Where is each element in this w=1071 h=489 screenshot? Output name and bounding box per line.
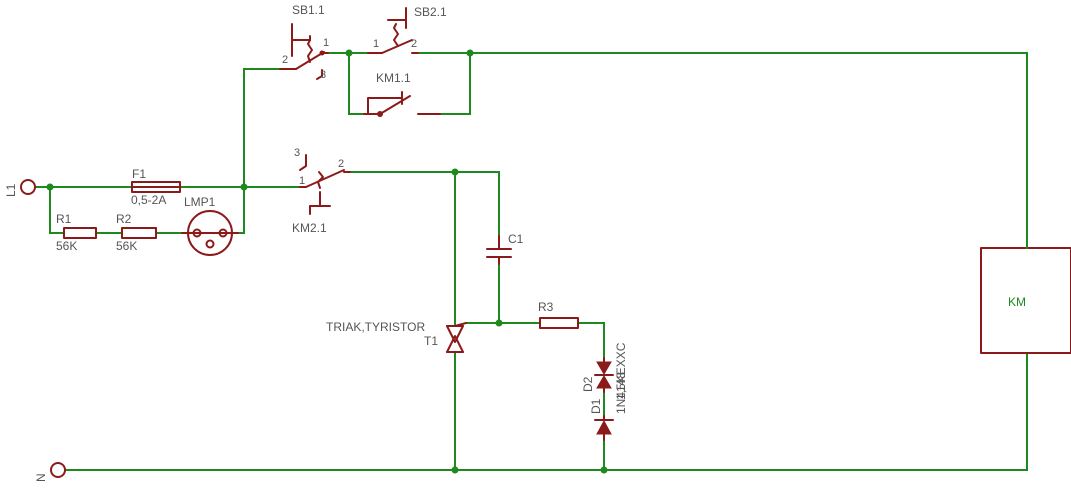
wire-r3-out (577, 322, 605, 359)
triac-t1: TRIAK,TYRISTOR T1 (326, 320, 467, 353)
contact-km1-ref: KM1.1 (376, 71, 411, 85)
capacitor-c1: C1 (486, 232, 524, 265)
terminal-n: N (34, 462, 66, 482)
junction-l1 (46, 183, 54, 191)
coil-km: KM (980, 171, 1071, 354)
wires (35, 52, 1028, 471)
coil-km-ref: KM (1008, 295, 1026, 309)
resistor-r3: R3 (538, 300, 579, 329)
junction-sb2-out (466, 49, 474, 57)
contact-km2-ref: KM2.1 (292, 221, 327, 235)
fuse-f1-ref: F1 (132, 167, 146, 181)
wire-sb2-out (417, 52, 1028, 173)
switch-sb1-pin1: 1 (323, 37, 329, 49)
resistor-r2: R2 56K (116, 212, 157, 253)
terminal-n-label: N (34, 473, 48, 482)
switch-sb1-ref: SB1.1 (292, 3, 325, 17)
junction-diode-n (600, 466, 608, 474)
terminal-l1: L1 (4, 179, 36, 197)
diode-d2-value: 1,5KEXXC (614, 342, 628, 400)
lamp-lmp1-ref: LMP1 (184, 195, 216, 209)
junction-triac-n (451, 466, 459, 474)
contact-km2-pin2: 2 (338, 158, 344, 170)
capacitor-c1-ref: C1 (508, 232, 524, 246)
fuse-f1-value: 0,5-2A (131, 193, 166, 207)
resistor-r1-value: 56K (56, 239, 77, 253)
lamp-lmp1: LMP1 (181, 195, 239, 256)
terminal-l1-label: L1 (4, 183, 18, 197)
diode-d1-ref: D1 (589, 398, 603, 414)
resistor-r3-ref: R3 (538, 300, 554, 314)
diode-d2-ref: D2 (581, 376, 595, 392)
contact-km2-pin3: 3 (294, 147, 300, 159)
diode-d1-value: 1N4148 (614, 372, 628, 414)
wire-lamp-branch (49, 186, 65, 234)
switch-sb2-pin2: 2 (411, 38, 417, 50)
wire-km1-left (348, 52, 365, 115)
resistor-r1: R1 56K (56, 212, 97, 253)
switch-sb1: SB1.1 1 2 3 (279, 3, 329, 81)
junction-lamp-return (240, 183, 248, 191)
switch-sb1-pin3: 3 (320, 69, 326, 81)
junction-sb1-out (345, 49, 353, 57)
triac-t1-ref: T1 (424, 334, 438, 348)
switch-sb2: SB2.1 1 2 (367, 5, 447, 54)
diode-d1: D1 1N4148 (589, 372, 628, 441)
resistor-r2-ref: R2 (116, 212, 132, 226)
contact-km2-pin1: 1 (299, 175, 305, 187)
wire-coil-bottom (65, 352, 1028, 471)
wire-lamp-return (237, 186, 245, 234)
switch-sb2-ref: SB2.1 (414, 5, 447, 19)
wire-km2-out (349, 171, 500, 249)
switch-sb2-pin1: 1 (373, 38, 379, 50)
contact-km1: KM1.1 (363, 71, 441, 117)
contact-km2: KM2.1 1 2 3 (292, 147, 351, 235)
wire-to-sb1 (243, 68, 281, 188)
junction-gate (495, 319, 503, 327)
wire-km1-right (439, 52, 471, 115)
junctions (46, 49, 608, 474)
resistor-r1-ref: R1 (56, 212, 72, 226)
fuse-f1: F1 0,5-2A (131, 167, 181, 207)
resistor-r2-value: 56K (116, 239, 137, 253)
junction-km2-out (451, 168, 459, 176)
switch-sb1-pin2: 2 (282, 54, 288, 66)
triac-t1-value: TRIAK,TYRISTOR (326, 320, 425, 334)
diode-d2: D2 1,5KEXXC (581, 342, 628, 400)
